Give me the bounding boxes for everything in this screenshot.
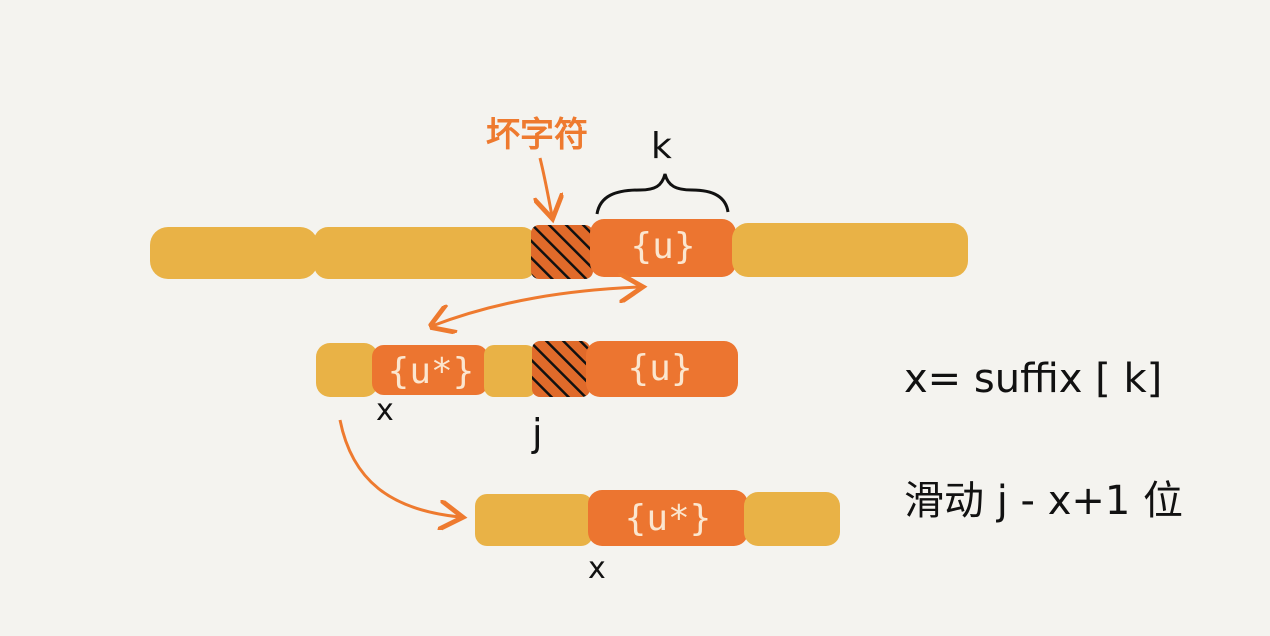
pattern-bad-char-cell <box>532 341 590 397</box>
pattern-segment-1 <box>316 343 378 397</box>
pattern-u-segment <box>586 341 738 397</box>
x-label-row3: x <box>588 551 606 586</box>
slid-segment-2 <box>744 492 840 546</box>
pattern-u-star-segment <box>372 345 488 395</box>
pattern-row: {u*} {u} <box>316 341 738 397</box>
x-label-row2: x <box>376 393 394 428</box>
k-label: k <box>651 126 672 167</box>
main-segment-tail <box>732 223 968 277</box>
pattern-u-label: {u} <box>627 348 692 389</box>
main-string-row: {u} <box>150 219 968 279</box>
slide-text: 滑动 j - x+1 位 <box>904 478 1183 524</box>
slid-u-star-label: {u*} <box>625 498 712 539</box>
pattern-u-star-label: {u*} <box>388 351 475 392</box>
pattern-segment-2 <box>484 345 536 397</box>
bad-char-label: 坏字符 <box>486 115 588 155</box>
main-u-segment <box>590 219 736 277</box>
main-segment-2 <box>314 227 536 279</box>
slide-arrow <box>338 419 460 517</box>
slid-segment-1 <box>475 494 593 546</box>
slid-u-star-segment <box>588 490 748 546</box>
k-brace <box>595 173 730 215</box>
main-segment-1 <box>150 227 318 279</box>
match-double-arrow <box>432 287 640 326</box>
formula-text: x= suffix [ k] <box>904 356 1162 402</box>
slid-pattern-row: {u*} <box>475 490 840 546</box>
main-u-label: {u} <box>630 226 695 267</box>
bad-char-cell <box>531 225 593 279</box>
bad-char-arrow <box>540 157 552 216</box>
j-label: j <box>531 411 543 455</box>
